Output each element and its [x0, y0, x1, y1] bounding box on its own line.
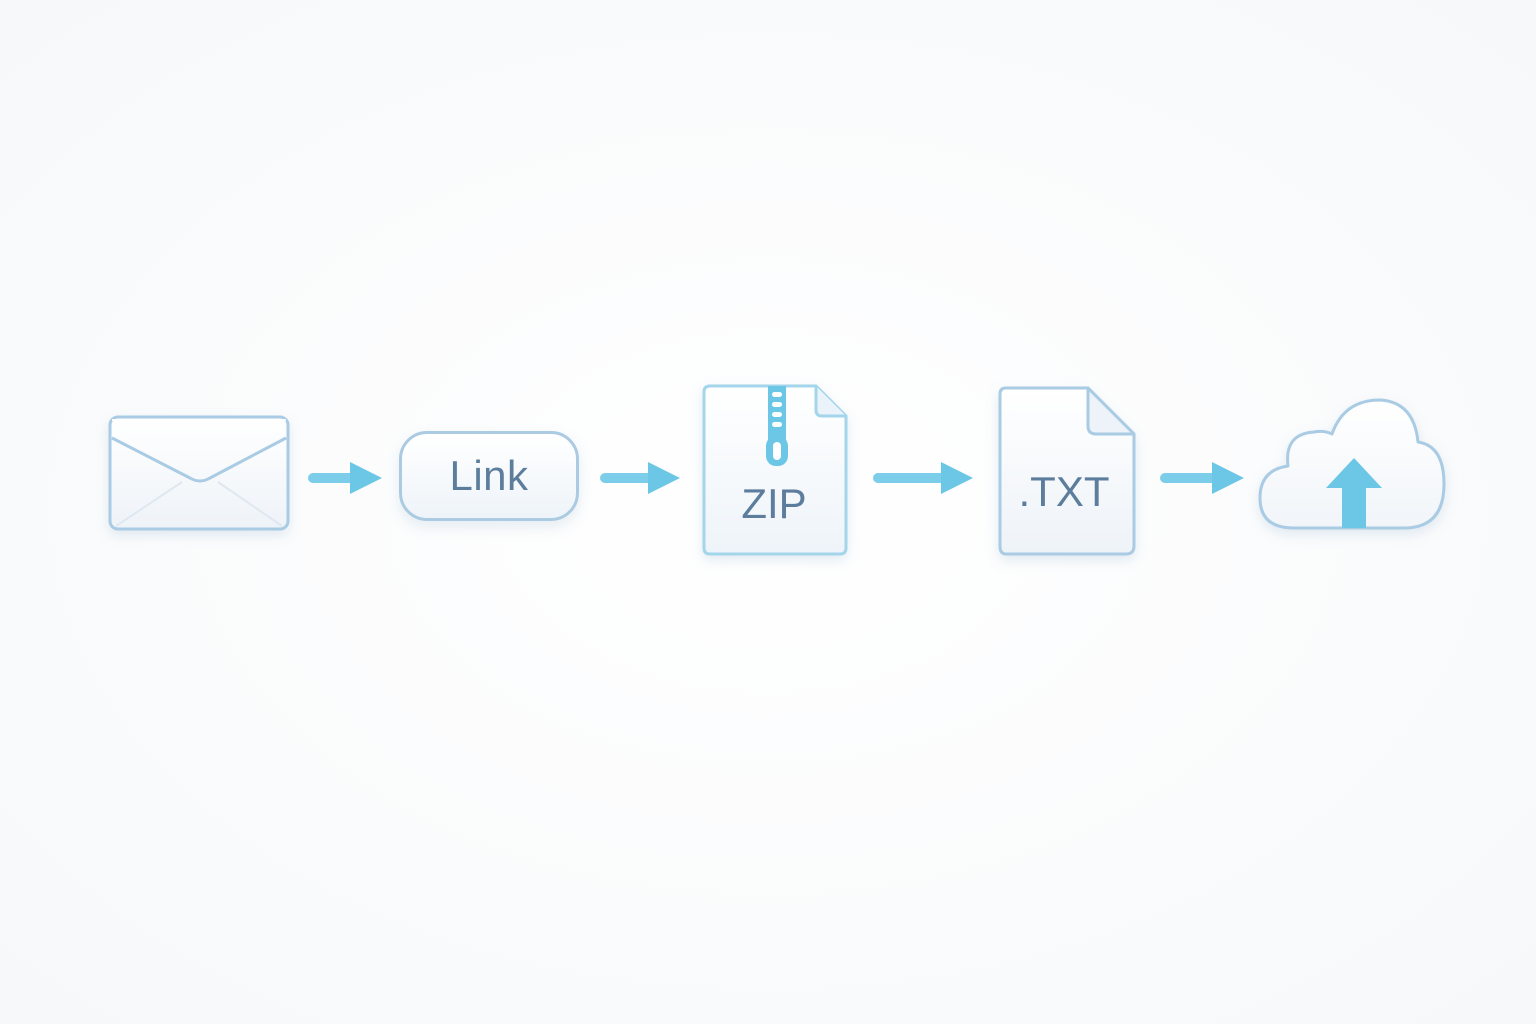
text-file-icon: .TXT [994, 382, 1140, 560]
zip-label: ZIP [741, 480, 807, 527]
link-label: Link [449, 452, 529, 499]
envelope-icon [100, 408, 300, 542]
zip-file-icon: ZIP [696, 380, 856, 562]
flow-arrow [1158, 458, 1248, 498]
link-pill: Link [399, 431, 579, 521]
flow-arrow [598, 458, 684, 498]
cloud-upload-icon [1254, 394, 1450, 536]
flow-arrow [871, 458, 977, 498]
flow-arrow [306, 458, 386, 498]
txt-label: .TXT [1018, 468, 1110, 515]
